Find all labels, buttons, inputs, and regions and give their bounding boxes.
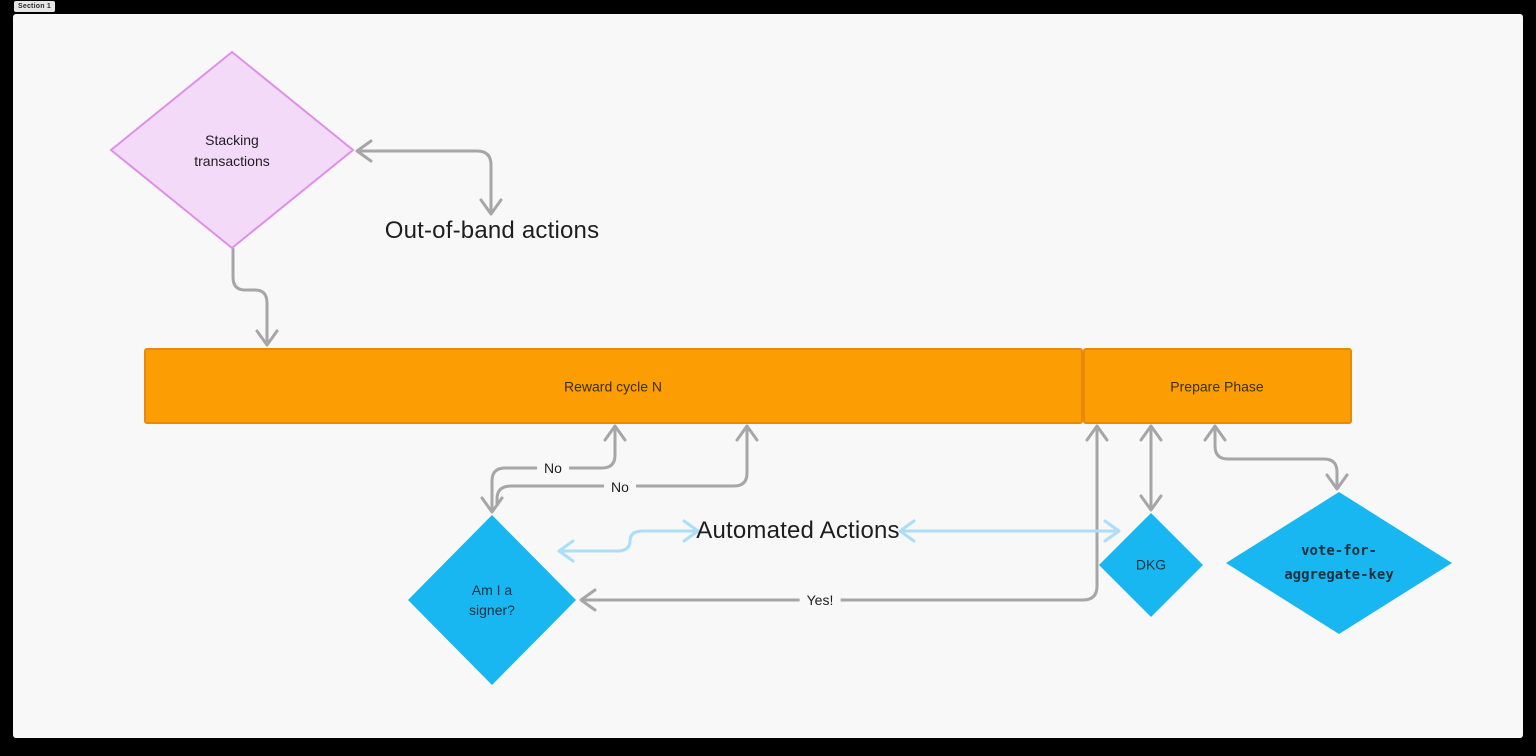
label-am-i-a-signer[interactable]: Am I a signer?: [469, 582, 515, 618]
node-stacking-transactions[interactable]: [109, 50, 355, 250]
node-dkg[interactable]: [1099, 513, 1203, 617]
label-prepare-phase[interactable]: Prepare Phase: [1170, 378, 1264, 395]
label-stacking-transactions[interactable]: Stacking transactions: [194, 132, 270, 169]
node-reward-cycle[interactable]: [144, 348, 1083, 424]
arrowhead-down: [480, 496, 504, 514]
edge-label-no-right[interactable]: No: [604, 478, 636, 496]
arrowhead-up: [1085, 424, 1109, 442]
arrowhead-right: [1103, 519, 1121, 543]
label-automated-actions[interactable]: Automated Actions: [696, 517, 900, 544]
connector-prepare-vote[interactable]: [1203, 424, 1349, 491]
arrowhead-left: [898, 519, 916, 543]
arrowhead-left: [355, 139, 373, 163]
arrowhead-down: [479, 198, 503, 216]
section-title-chip[interactable]: Section 1: [14, 1, 55, 12]
arrowhead-left: [579, 588, 597, 612]
label-vote-for-aggregate-key[interactable]: vote-for- aggregate-key: [1284, 543, 1394, 583]
edge-label-yes[interactable]: Yes!: [799, 591, 841, 609]
connector-automated-dkg[interactable]: [898, 519, 1121, 543]
label-dkg[interactable]: DKG: [1135, 556, 1167, 573]
arrowhead-down: [1325, 473, 1349, 491]
connector-stacking-to-outofband[interactable]: [355, 139, 503, 216]
edge-label-no-left[interactable]: No: [537, 459, 569, 477]
node-prepare-phase[interactable]: [1083, 348, 1352, 424]
connector-stacking-to-rewardcycle[interactable]: [231, 247, 279, 347]
connector-prepare-dkg[interactable]: [1139, 424, 1163, 512]
arrowhead-right: [682, 519, 700, 543]
node-vote-for-aggregate-key[interactable]: [1226, 492, 1452, 634]
arrowhead-down: [1139, 494, 1163, 512]
arrowhead-up: [1139, 424, 1163, 442]
node-am-i-a-signer[interactable]: [408, 515, 576, 685]
arrowhead-down: [255, 329, 279, 347]
arrowhead-up: [1203, 424, 1227, 442]
connector-signer-automated[interactable]: [557, 519, 700, 563]
connector-yes[interactable]: [579, 424, 1109, 612]
label-out-of-band-actions[interactable]: Out-of-band actions: [384, 217, 600, 244]
arrowhead-left: [557, 539, 575, 563]
arrowhead-up: [603, 424, 627, 442]
label-reward-cycle[interactable]: Reward cycle N: [563, 378, 663, 395]
arrowhead-up: [735, 424, 759, 442]
